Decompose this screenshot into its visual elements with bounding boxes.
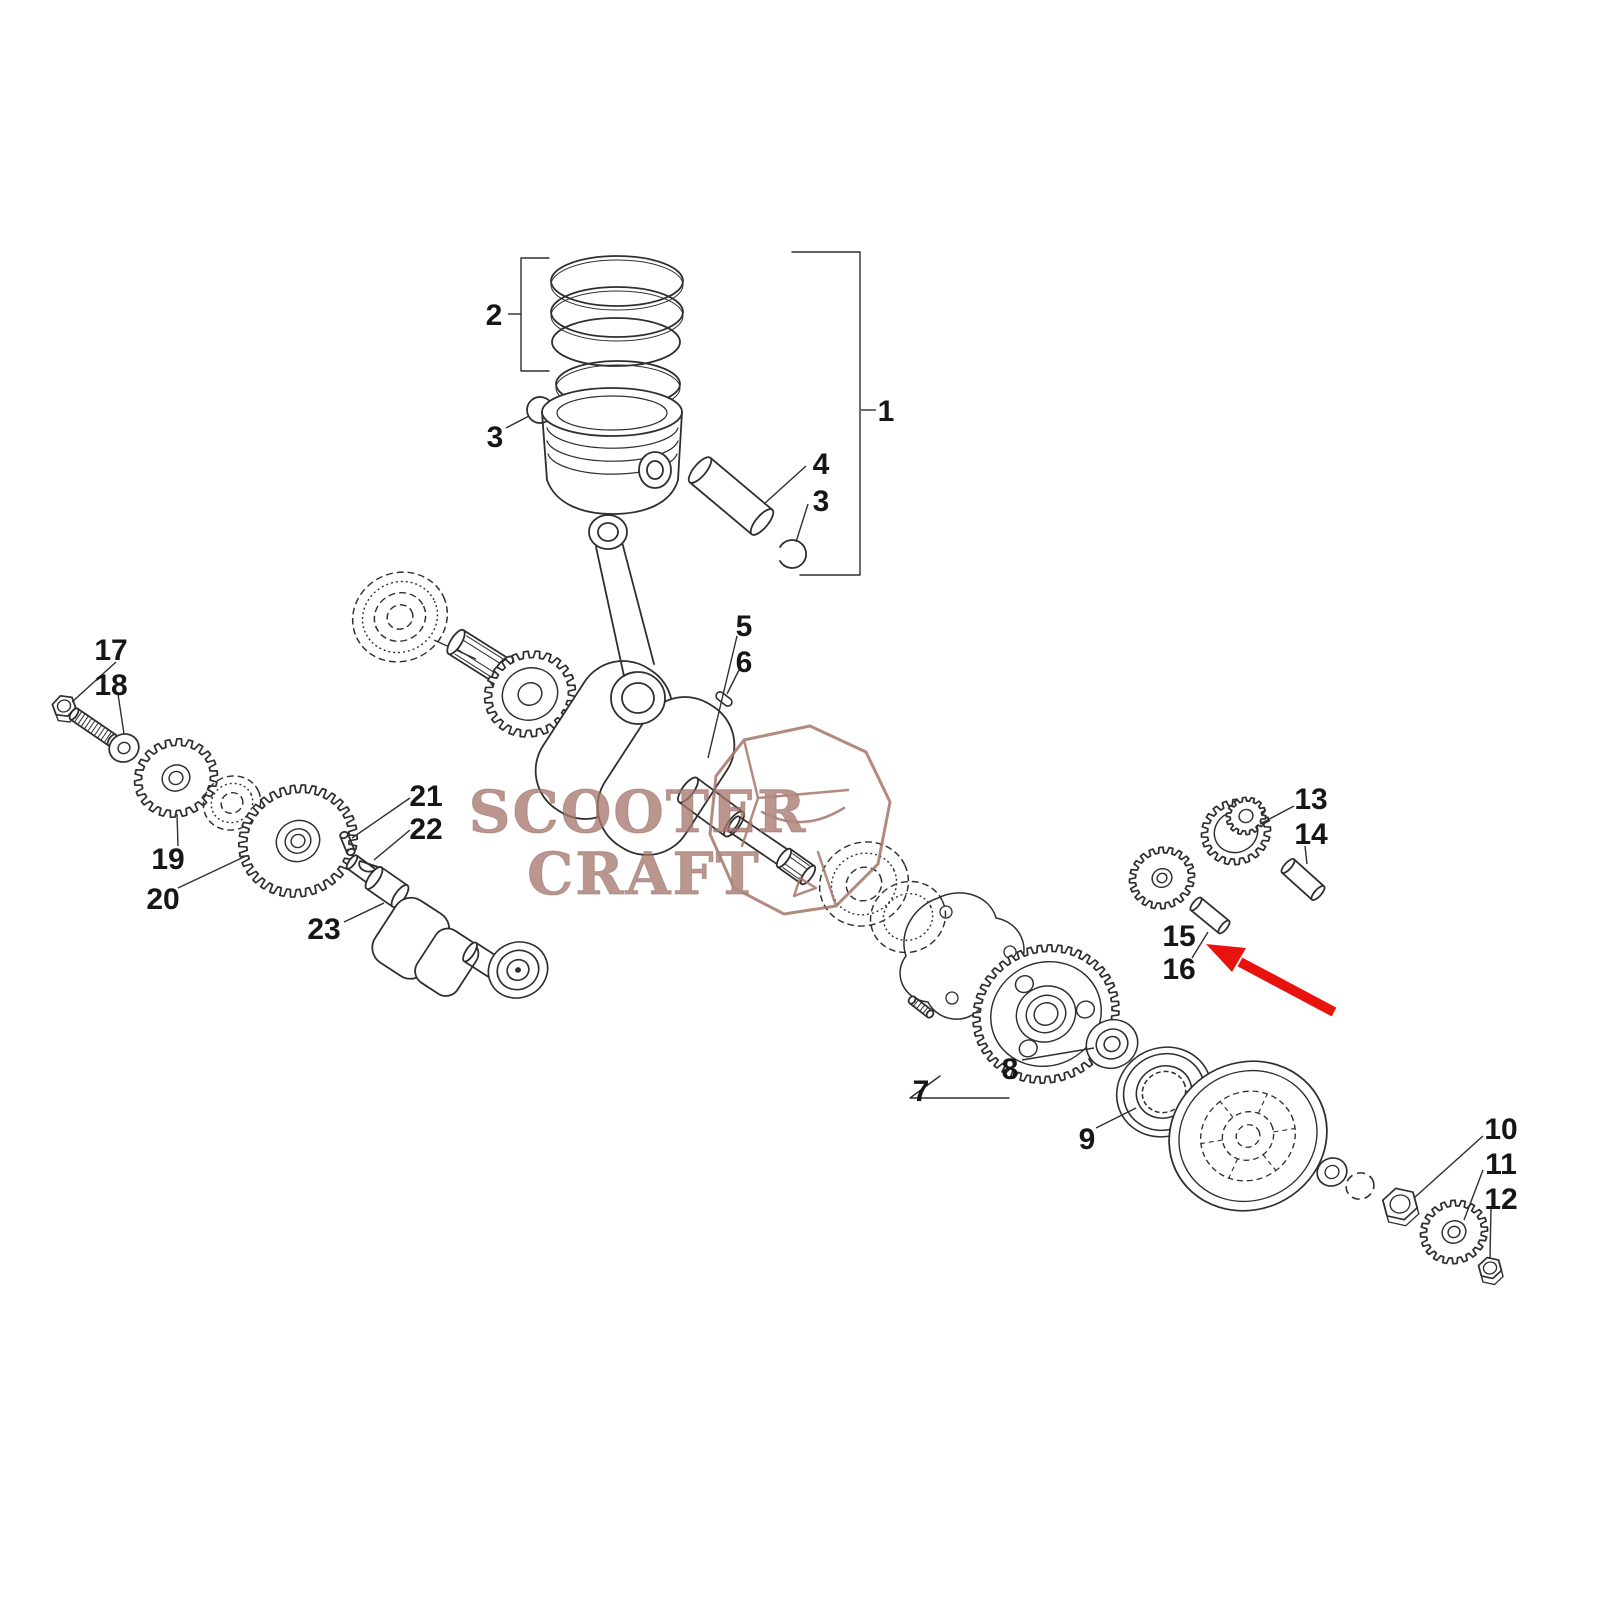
- oil-pump-driven-gear: [1128, 846, 1196, 910]
- watermark-text-line2: CRAFT: [527, 840, 761, 908]
- rotor-washer: [1316, 1157, 1348, 1187]
- callout-23: 23: [307, 913, 340, 946]
- balance-bearing-rear: [487, 941, 549, 999]
- callout-5: 5: [736, 610, 753, 643]
- idler-nut: [1477, 1256, 1504, 1286]
- plate-screw: [907, 995, 935, 1019]
- callout-3: 3: [813, 485, 830, 518]
- starter-idler-gear: [1419, 1199, 1489, 1265]
- callout-7: 7: [913, 1075, 930, 1108]
- flange-bolt-head: [51, 695, 79, 723]
- callout-10: 10: [1484, 1113, 1517, 1146]
- callout-4: 4: [813, 448, 830, 481]
- callout-14: 14: [1294, 818, 1328, 851]
- flywheel-group: [818, 841, 1504, 1286]
- callout-17: 17: [94, 634, 127, 667]
- main-bearing-front: [351, 571, 449, 663]
- piston-assembly: [508, 251, 876, 576]
- piston: [541, 387, 683, 515]
- piston-pin-circlip-left: [526, 396, 553, 424]
- watermark-text-line1: SCOOTER: [469, 778, 808, 846]
- highlight-arrow: [1206, 944, 1337, 1017]
- balance-driven-gear: [237, 784, 359, 898]
- balance-shaft-group: [51, 695, 549, 999]
- washer: [108, 733, 140, 763]
- callout-15: 15: [1162, 920, 1195, 953]
- callout-2: 2: [486, 299, 503, 332]
- callout-3: 3: [487, 421, 504, 454]
- crank-bearing-rear: [818, 841, 910, 927]
- crank-right-spline: [775, 847, 817, 886]
- callout-6: 6: [736, 646, 753, 679]
- callout-19: 19: [151, 843, 184, 876]
- oil-pump-gear-group: [1128, 796, 1326, 935]
- starter-driven-gear: [972, 944, 1120, 1084]
- callout-13: 13: [1294, 783, 1327, 816]
- gear-pin: [1189, 896, 1231, 935]
- connecting-rod: [588, 514, 655, 677]
- balance-drive-gear: [133, 737, 219, 819]
- callout-8: 8: [1002, 1053, 1019, 1086]
- balance-shaft: [345, 854, 506, 997]
- crankshaft-group: [351, 514, 817, 886]
- dowel-pin: [339, 830, 356, 857]
- leader-lines: [71, 415, 1492, 1259]
- callout-9: 9: [1079, 1123, 1096, 1156]
- callout-18: 18: [94, 669, 127, 702]
- callout-1: 1: [878, 395, 895, 428]
- piston-pin: [687, 456, 775, 536]
- callout-22: 22: [409, 813, 442, 846]
- rotor-nut: [1381, 1187, 1420, 1227]
- callout-11: 11: [1485, 1148, 1517, 1181]
- callout-20: 20: [146, 883, 179, 916]
- callout-12: 12: [1484, 1183, 1517, 1216]
- callout-21: 21: [409, 780, 442, 813]
- callout-16: 16: [1162, 953, 1195, 986]
- clutch-bearing: [1085, 1018, 1139, 1070]
- flange-bolt-shaft: [68, 707, 118, 747]
- flywheel-rotor: [1168, 1060, 1328, 1212]
- piston-pin-circlip-right: [779, 539, 808, 569]
- oil-pump-drive-pinion: [1225, 796, 1267, 836]
- pinion-shaft: [1280, 858, 1326, 901]
